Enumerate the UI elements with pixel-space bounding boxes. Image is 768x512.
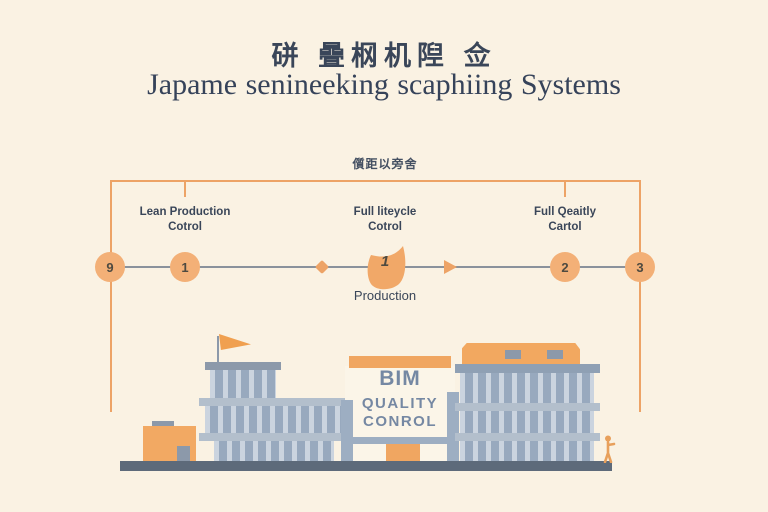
bracket-label-cjk: 儨距以旁舍: [352, 157, 418, 171]
stage-label-line2: Cotrol: [168, 221, 202, 233]
person-figure: [600, 435, 618, 464]
center-building-door: [386, 444, 420, 462]
stage-label-full-quality: Full Qeaitly Cartol: [485, 205, 645, 235]
sign-line-bim: BIM: [379, 367, 421, 390]
right-building-band1: [455, 403, 600, 411]
flag-pole: [217, 336, 219, 364]
center-building-roof: [349, 356, 451, 368]
timeline-marker-caption: Production: [353, 288, 417, 303]
bracket-tick-right: [564, 180, 566, 197]
stage-label-line2: Cotrol: [368, 221, 402, 233]
timeline-node-left-edge: 9: [95, 252, 125, 282]
bracket-tick-left: [184, 180, 186, 197]
person-icon: [603, 435, 616, 464]
left-building-top-cap: [205, 362, 281, 370]
left-building-top-windows: [210, 370, 276, 398]
small-building-cap: [152, 421, 174, 427]
bracket-right-vertical: [639, 180, 641, 412]
timeline-flag-marker: 1: [362, 243, 408, 291]
building-sign: BIM QUALITY CONROL: [345, 368, 455, 432]
left-building-mid-cap: [199, 398, 349, 406]
page-subtitle: Japame senineeking scaphiing Systems: [147, 68, 621, 101]
timeline-diamond-icon: [314, 259, 330, 275]
stage-label-line1: Full liteycle: [353, 206, 417, 218]
page-title-cjk: 硑 曡㭎机隉 佥: [271, 41, 497, 71]
sign-line-conrol: CONROL: [363, 413, 437, 430]
center-building-belt: [345, 437, 455, 444]
right-building-story3-windows: [460, 441, 594, 462]
sign-line-quality: QUALITY: [361, 395, 439, 412]
right-building-story2-windows: [460, 411, 594, 433]
stage-label-full-lifecycle: Full liteycle Cotrol: [305, 205, 465, 235]
stage-label-line2: Cartol: [548, 221, 582, 233]
center-building-left-column: [341, 400, 353, 462]
timeline-marker-number: 1: [380, 253, 390, 270]
right-building-cap: [455, 364, 600, 373]
left-building-lower-windows: [214, 441, 334, 462]
small-building-door: [177, 446, 190, 462]
right-building-story1-windows: [460, 373, 594, 403]
bracket-left-vertical: [110, 180, 112, 412]
flag-icon: [219, 334, 251, 350]
ground-bar: [120, 461, 612, 471]
penthouse-vent-right: [547, 350, 563, 359]
flag-marker-icon: [367, 246, 406, 290]
right-building-band2: [455, 433, 600, 441]
timeline-node-1: 1: [170, 252, 200, 282]
stage-label-line1: Lean Production: [139, 206, 231, 218]
stage-label-lean-production: Lean Production Cotrol: [105, 205, 265, 235]
left-building-lower-cap: [199, 433, 349, 441]
stage-label-line1: Full Qeaitly: [534, 206, 596, 218]
timeline-arrow-icon: [444, 260, 457, 274]
timeline-node-3: 3: [625, 252, 655, 282]
left-building-mid-windows: [205, 406, 343, 433]
penthouse-vent-left: [505, 350, 521, 359]
timeline-node-2: 2: [550, 252, 580, 282]
bracket-top-line: [110, 180, 641, 182]
